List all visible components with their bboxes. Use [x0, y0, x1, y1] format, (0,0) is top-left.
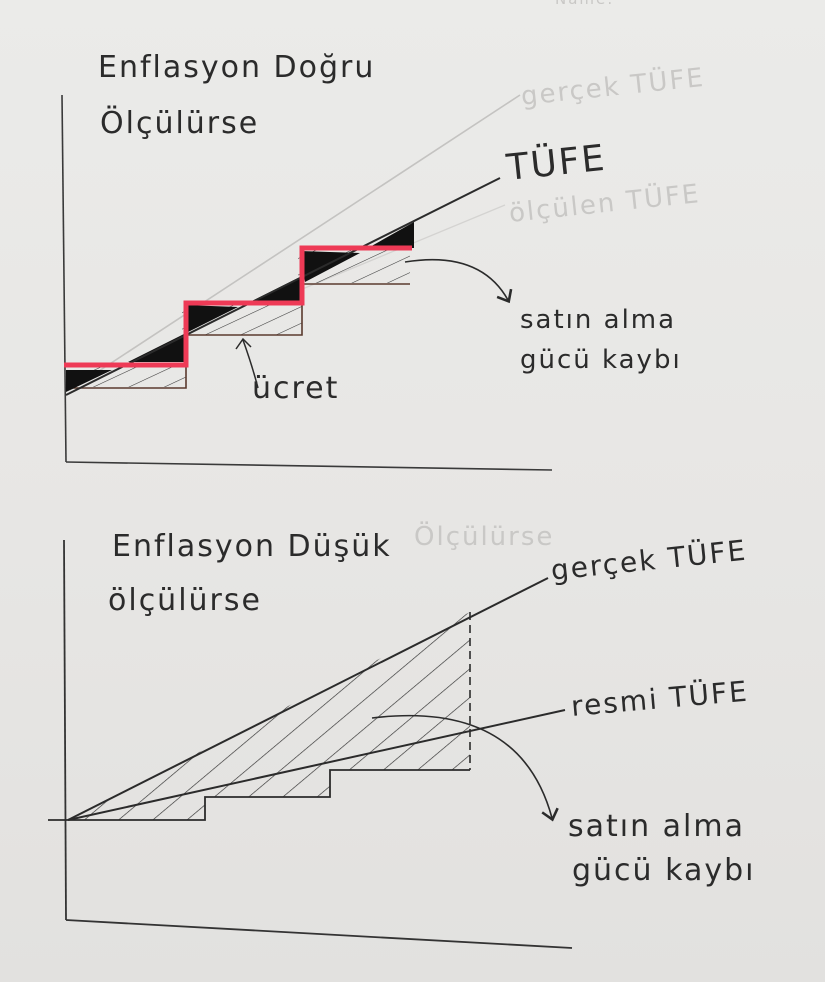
top-wage-arrow: [242, 339, 259, 389]
top-loss-triangle-1: [66, 370, 112, 392]
top-cpi-line: [65, 177, 501, 396]
top-title-line1: Enflasyon Doğru: [98, 50, 375, 85]
top-loss-triangle-3: [184, 305, 238, 333]
bottom-loss-label-line1: satın alma: [568, 809, 745, 844]
top-margin-text: Name:: [555, 0, 614, 8]
top-wage-label: ücret: [252, 371, 339, 406]
top-x-axis: [65, 461, 553, 471]
top-faint-real-cpi-line: [69, 94, 521, 391]
bottom-wage-steps: [48, 769, 470, 821]
bottom-loss-arrow: [371, 714, 559, 822]
bottom-official-cpi-line: [67, 709, 566, 821]
bottom-title-line1: Enflasyon Düşük: [112, 529, 392, 564]
bottom-faint-title-tail: Ölçülürse: [414, 520, 554, 552]
top-title-line2: Ölçülürse: [100, 105, 259, 141]
bottom-x-axis: [65, 919, 573, 949]
bottom-loss-label-line2: gücü kaybı: [572, 853, 755, 888]
bottom-y-axis: [63, 539, 67, 921]
bottom-official-cpi-label: resmi TÜFE: [570, 674, 750, 723]
top-loss-arrow: [404, 258, 513, 304]
bottom-real-cpi-line: [67, 577, 549, 821]
top-wage-arrow-head: [235, 337, 252, 350]
top-loss-triangle-2: [128, 333, 186, 362]
top-loss-triangle-6: [368, 222, 414, 248]
bottom-real-cpi-label: gerçek TÜFE: [549, 533, 749, 587]
top-wage-base-line: [66, 283, 410, 389]
top-faint-real-cpi-label: gerçek TÜFE: [519, 61, 706, 112]
bottom-title-line2: ölçülürse: [108, 583, 262, 618]
bottom-diagram: Enflasyon Düşük Ölçülürse ölçülürse gerç…: [48, 520, 755, 949]
top-wage-highlight: [64, 245, 412, 368]
top-loss-triangle-5: [300, 251, 360, 282]
top-loss-label-line2: gücü kaybı: [520, 345, 682, 375]
bottom-loss-hatch: [68, 612, 470, 820]
top-loss-label-line1: satın alma: [520, 305, 676, 335]
top-y-axis: [61, 94, 67, 463]
top-cpi-label: TÜFE: [504, 137, 609, 189]
top-diagram: Enflasyon Doğru Ölçülürse gerçek TÜFE TÜ…: [61, 50, 706, 471]
